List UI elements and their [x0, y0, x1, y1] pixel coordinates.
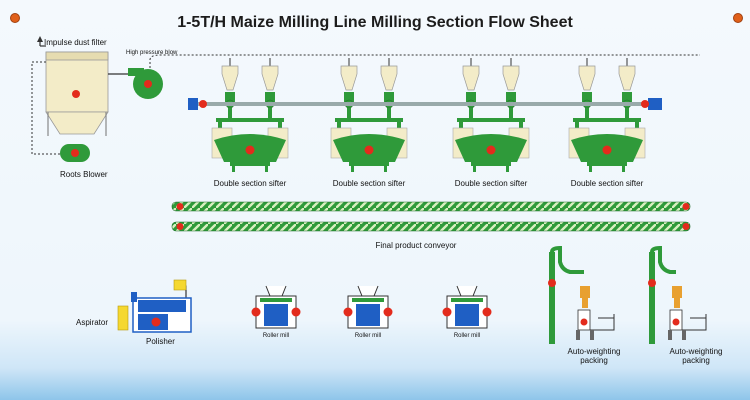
- sifter-group-1: [211, 58, 289, 172]
- cyclone: [618, 58, 636, 118]
- roller-mill-1: [251, 285, 301, 329]
- roller-mill-label-2: Roller mill: [354, 333, 382, 339]
- page-title: 1-5T/H Maize Milling Line Milling Sectio…: [177, 14, 573, 31]
- high-pressure-blow-label: High pressure blow: [126, 50, 178, 56]
- sifter-label-2: Double section sifter: [332, 179, 406, 188]
- roller-mill-2: [343, 285, 393, 329]
- cyclone: [502, 58, 520, 118]
- roots-blower-label: Roots Blower: [60, 170, 108, 179]
- double-section-sifter: [211, 118, 289, 172]
- cyclone: [462, 58, 480, 118]
- polisher-label: Polisher: [146, 337, 175, 346]
- sifter-label-1: Double section sifter: [213, 179, 287, 188]
- polisher: [131, 279, 192, 333]
- final-product-conveyor-2: [171, 221, 691, 232]
- sifter-label-3: Double section sifter: [454, 179, 528, 188]
- impulse-dust-filter: [37, 36, 109, 136]
- high-pressure-blower: [108, 68, 163, 99]
- double-section-sifter: [330, 118, 408, 172]
- sifter-label-4: Double section sifter: [570, 179, 644, 188]
- roller-mills: [251, 285, 492, 329]
- auto-weighting-packer-2: [648, 245, 707, 344]
- impulse-dust-filter-label: Impulse dust filter: [44, 38, 107, 47]
- auto-weighting-packer-1: [548, 245, 615, 344]
- final-product-conveyor-1: [171, 201, 691, 212]
- sifter-groups: [211, 58, 646, 172]
- cyclone: [261, 58, 279, 118]
- auto-weighting-line2: packing: [580, 356, 608, 365]
- double-section-sifter: [452, 118, 530, 172]
- roots-blower: [60, 144, 90, 162]
- auto-weighting-label-2: Auto-weighting packing: [670, 347, 723, 365]
- auto-weighting-line1: Auto-weighting: [567, 347, 621, 356]
- sifter-group-3: [452, 58, 530, 172]
- airlock-pipe: [188, 98, 662, 110]
- roller-mill-3: [442, 285, 492, 329]
- sifter-group-2: [330, 58, 408, 172]
- double-section-sifter: [568, 118, 646, 172]
- pneumatic-duct: [149, 54, 700, 68]
- aspirator: [117, 305, 129, 331]
- auto-weighting-label-1: Auto-weighting packing: [568, 347, 621, 365]
- corner-dot-right: [733, 13, 743, 23]
- cyclone: [340, 58, 358, 118]
- dust-return-duct: [31, 61, 62, 155]
- auto-weighting-line2: packing: [682, 356, 710, 365]
- roller-mill-label-3: Roller mill: [453, 333, 481, 339]
- roller-mill-label-1: Roller mill: [262, 333, 290, 339]
- cyclone: [221, 58, 239, 118]
- sifter-group-4: [568, 58, 646, 172]
- corner-dot-left: [10, 13, 20, 23]
- auto-weighting-packers: [548, 245, 707, 344]
- cyclone: [380, 58, 398, 118]
- auto-weighting-line1: Auto-weighting: [669, 347, 723, 356]
- final-product-conveyor-label: Final product conveyor: [375, 241, 457, 250]
- aspirator-label: Aspirator: [76, 318, 109, 327]
- cyclone: [578, 58, 596, 118]
